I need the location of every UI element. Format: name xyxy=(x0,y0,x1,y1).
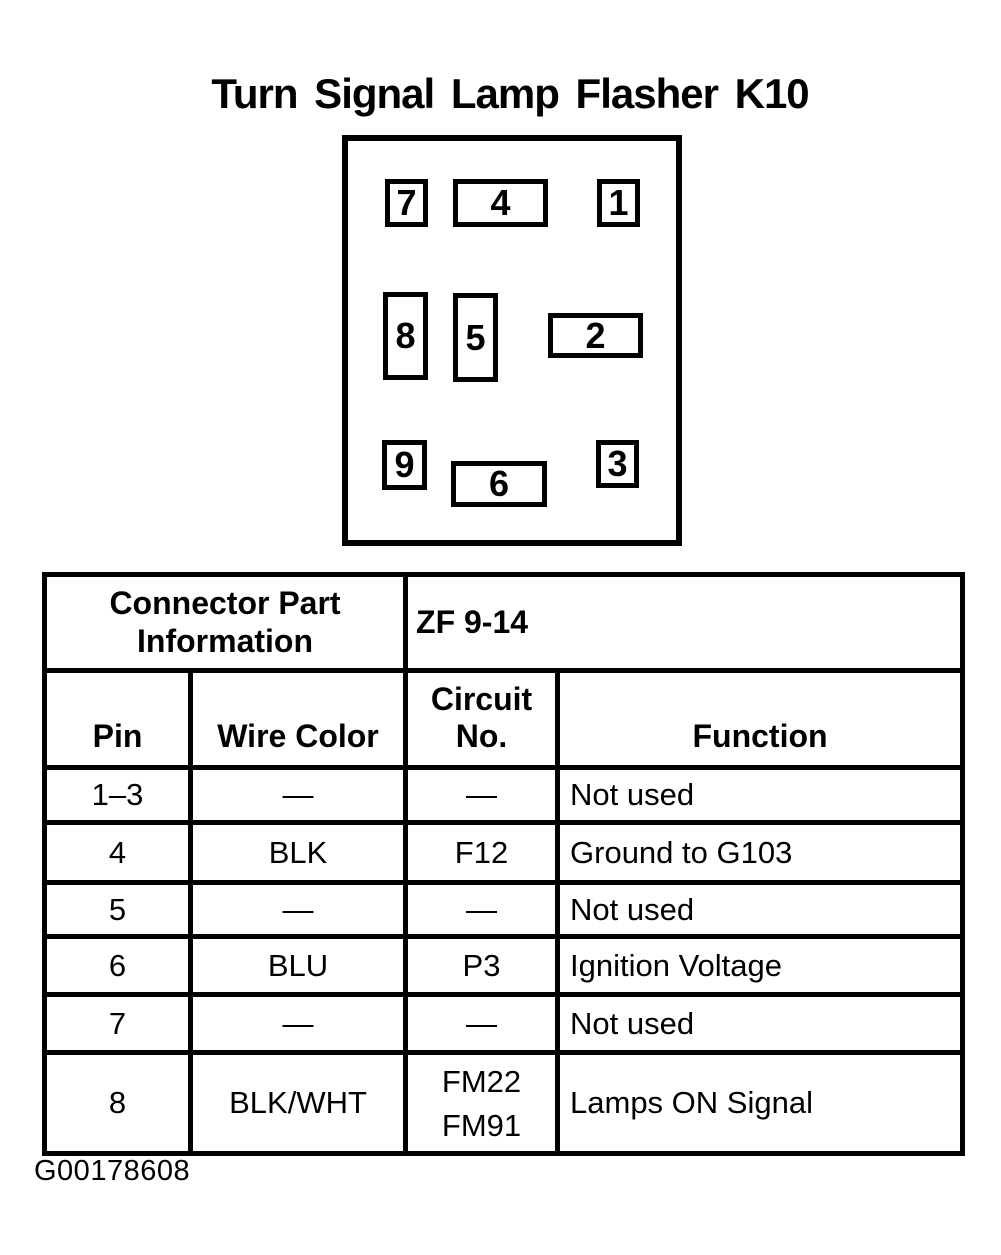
pin-cavity-7: 7 xyxy=(385,179,428,227)
table-row: 6 BLU P3 Ignition Voltage xyxy=(42,934,966,997)
circuit-no-line-2: FM91 xyxy=(441,1107,522,1143)
pin-label: 4 xyxy=(490,182,511,223)
wire-color-cell: — xyxy=(187,992,409,1055)
pin-cavity-6: 6 xyxy=(451,461,547,507)
circuit-no-cell: P3 xyxy=(403,934,561,997)
figure-id-caption: G00178608 xyxy=(34,1155,191,1187)
wire-color-cell: BLK xyxy=(187,820,409,885)
table-row: 8 BLK/WHT FM22 FM91 Lamps ON Signal xyxy=(42,1050,966,1156)
pin-cell: 8 xyxy=(42,1050,193,1156)
function-cell: Ground to G103 xyxy=(555,820,966,885)
pinout-table: Connector Part Information ZF 9-14 Pin W… xyxy=(41,572,966,1156)
pin-cell: 6 xyxy=(42,934,193,997)
column-header-function: Function xyxy=(555,668,966,770)
pin-cell: 5 xyxy=(42,880,193,939)
table-header-row-part-info: Connector Part Information ZF 9-14 xyxy=(41,572,966,673)
pin-cavity-8: 8 xyxy=(383,292,428,380)
connector-part-number: ZF 9-14 xyxy=(403,572,966,673)
pin-label: 3 xyxy=(607,443,628,484)
pin-cell: 7 xyxy=(42,992,193,1055)
pin-label: 7 xyxy=(396,182,417,223)
function-cell: Not used xyxy=(555,880,966,939)
table-row: 5 — — Not used xyxy=(42,880,966,939)
column-header-wire-color: Wire Color xyxy=(187,668,409,770)
table-row: 1–3 — — Not used xyxy=(42,765,966,825)
table-row: 7 — — Not used xyxy=(42,992,966,1055)
pin-label: 1 xyxy=(608,182,629,223)
pin-label: 8 xyxy=(395,315,416,356)
circuit-no-cell: F12 xyxy=(403,820,561,885)
function-cell: Ignition Voltage xyxy=(555,934,966,997)
function-cell: Lamps ON Signal xyxy=(555,1050,966,1156)
function-cell: Not used xyxy=(555,765,966,825)
pin-cavity-9: 9 xyxy=(382,440,427,490)
pin-label: 6 xyxy=(488,463,510,504)
figure-title: Turn Signal Lamp Flasher K10 xyxy=(211,70,809,117)
wire-color-cell: BLK/WHT xyxy=(187,1050,409,1156)
pin-cavity-1: 1 xyxy=(597,179,640,227)
pin-cavity-4: 4 xyxy=(453,179,548,227)
circuit-no-cell: — xyxy=(403,880,561,939)
pin-label: 9 xyxy=(394,444,415,485)
connector-part-info-header: Connector Part Information xyxy=(41,572,409,673)
connector-diagram: 7 4 1 8 5 2 9 6 3 xyxy=(342,135,682,546)
function-cell: Not used xyxy=(555,992,966,1055)
column-header-pin: Pin xyxy=(42,668,193,770)
wire-color-cell: — xyxy=(187,880,409,939)
pin-label: 2 xyxy=(585,314,606,356)
wire-color-cell: BLU xyxy=(187,934,409,997)
circuit-no-cell: — xyxy=(403,992,561,1055)
pin-cell: 4 xyxy=(42,820,193,885)
circuit-no-line-1: FM22 xyxy=(441,1063,522,1099)
pin-cavity-3: 3 xyxy=(596,440,639,488)
wire-color-cell: — xyxy=(187,765,409,825)
pin-cavity-2: 2 xyxy=(548,313,643,358)
pin-label: 5 xyxy=(465,316,486,358)
table-row: 4 BLK F12 Ground to G103 xyxy=(42,820,966,885)
pin-cavity-5: 5 xyxy=(453,293,498,382)
table-column-header-row: Pin Wire Color Circuit No. Function xyxy=(42,668,966,770)
circuit-no-cell: — xyxy=(403,765,561,825)
column-header-circuit-no: Circuit No. xyxy=(403,668,561,770)
pin-cell: 1–3 xyxy=(42,765,193,825)
circuit-no-cell: FM22 FM91 xyxy=(403,1050,561,1156)
